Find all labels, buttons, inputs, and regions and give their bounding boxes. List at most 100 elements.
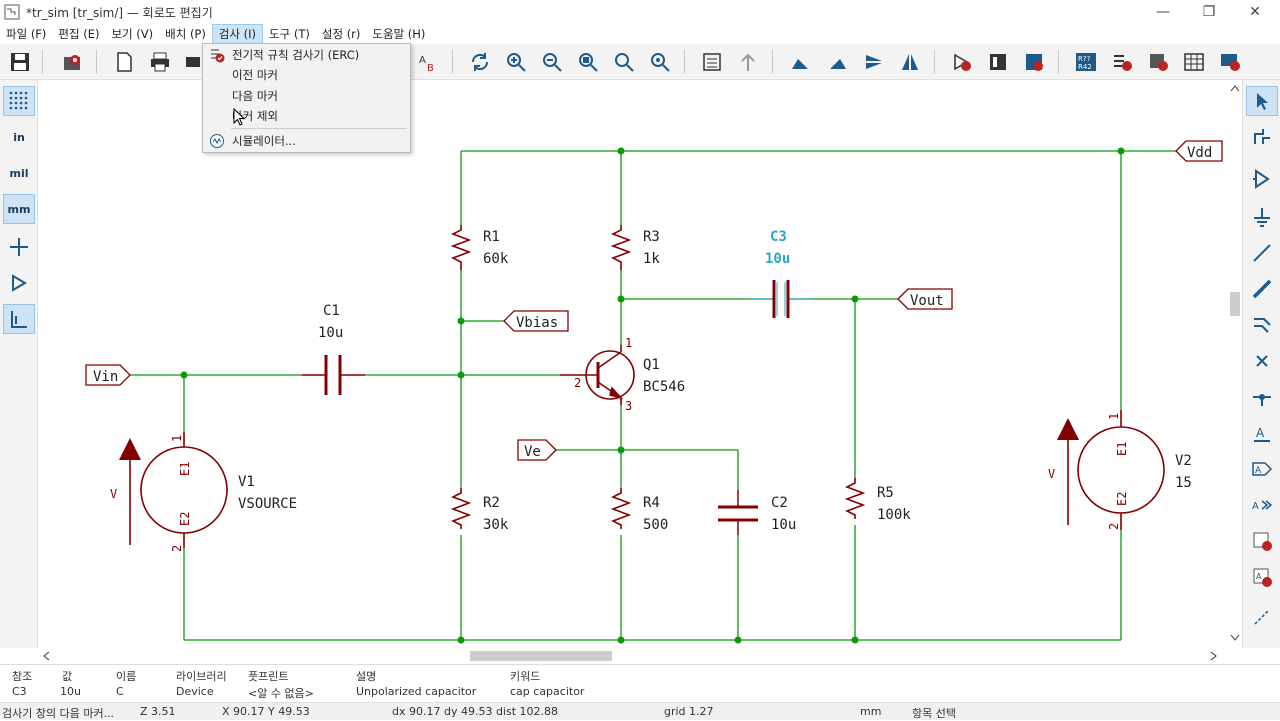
- title-bar: *tr_sim [tr_sim/] — 회로도 편집기 — ❐ ✕: [0, 0, 1280, 24]
- netlist-icon[interactable]: [1144, 48, 1172, 76]
- plot-icon[interactable]: [180, 48, 208, 76]
- junctions: [180, 147, 1125, 644]
- c3-value: 10u: [765, 251, 790, 267]
- highlight-net-icon[interactable]: [1246, 122, 1278, 152]
- menu-separator: [231, 128, 407, 129]
- menu-item-simulator[interactable]: 시뮬레이터...: [204, 131, 410, 151]
- vertical-scroll-thumb[interactable]: [1230, 292, 1240, 316]
- print-icon[interactable]: [146, 48, 174, 76]
- r5-value: 100k: [877, 507, 911, 523]
- v2-pin-2: 2: [1107, 523, 1121, 530]
- zoom-out-icon[interactable]: [538, 48, 566, 76]
- annotate-icon[interactable]: R??R42: [1072, 48, 1100, 76]
- q1-value: BC546: [643, 379, 685, 395]
- add-power-icon[interactable]: [1246, 202, 1278, 232]
- footprint-editor-icon[interactable]: [1020, 48, 1048, 76]
- menu-tools[interactable]: 도구 (T): [269, 27, 310, 41]
- scroll-right-icon[interactable]: [1210, 651, 1218, 661]
- zoom-fit-icon[interactable]: [574, 48, 602, 76]
- zoom-selection-icon[interactable]: [646, 48, 674, 76]
- mp-value-description: Unpolarized capacitor: [356, 685, 477, 698]
- add-bus-entry-icon[interactable]: [1246, 310, 1278, 340]
- mp-header-name: 이름: [116, 670, 137, 683]
- page-settings-icon[interactable]: [110, 48, 138, 76]
- schematic-setup-icon[interactable]: [58, 48, 86, 76]
- menu-help[interactable]: 도움말 (H): [372, 27, 426, 41]
- transistor-symbol: [560, 345, 635, 405]
- mirror-horizontal-icon[interactable]: [896, 48, 924, 76]
- symbol-editor-icon[interactable]: [948, 48, 976, 76]
- menu-item-next-marker[interactable]: 다음 마커: [204, 86, 410, 106]
- voltage-source-symbols: [129, 410, 1165, 548]
- menu-view[interactable]: 보기 (V): [111, 27, 154, 41]
- label-vdd: Vdd: [1187, 145, 1212, 161]
- add-sheet-icon[interactable]: [1246, 526, 1278, 556]
- status-grid: grid 1.27: [664, 705, 714, 718]
- units-inch-button[interactable]: in: [13, 130, 25, 144]
- add-wire-icon[interactable]: [1246, 238, 1278, 268]
- c1-value: 10u: [318, 325, 343, 341]
- capacitor-symbols: [324, 355, 758, 522]
- menu-item-previous-marker[interactable]: 이전 마커: [204, 65, 410, 85]
- q1-pin-emitter: 3: [625, 399, 632, 413]
- symbol-fields-table-icon[interactable]: [1180, 48, 1208, 76]
- scroll-down-icon[interactable]: [1230, 634, 1240, 642]
- menu-item-erc[interactable]: 전기적 규칙 검사기 (ERC): [204, 45, 410, 65]
- units-mil-button[interactable]: mil: [9, 166, 29, 180]
- menu-inspect[interactable]: 검사 (I): [211, 24, 264, 44]
- units-mm-button[interactable]: mm: [3, 194, 35, 224]
- horizontal-scrollbar[interactable]: [38, 648, 1228, 664]
- leave-sheet-icon[interactable]: [734, 48, 762, 76]
- add-graphic-line-icon[interactable]: [1246, 602, 1278, 632]
- save-icon[interactable]: [6, 48, 34, 76]
- mp-value-footprint: <알 수 없음>: [248, 687, 314, 700]
- resistor-symbols: [450, 225, 866, 529]
- menu-item-exclude-marker[interactable]: 마커 제외: [204, 106, 410, 126]
- v1-pin-1: 1: [170, 435, 184, 442]
- rotate-ccw-icon[interactable]: [786, 48, 814, 76]
- menu-file[interactable]: 파일 (F): [6, 27, 47, 41]
- horizontal-scroll-thumb[interactable]: [470, 651, 612, 661]
- label-vout: Vout: [910, 293, 944, 309]
- add-symbol-icon[interactable]: [1246, 164, 1278, 194]
- add-bus-icon[interactable]: [1246, 274, 1278, 304]
- schematic-canvas[interactable]: Vdd Vbias Vout Vin Ve R1 60k R2 30k R3 1…: [38, 80, 1228, 648]
- cursor-crosshair-icon[interactable]: [3, 232, 35, 262]
- erc-check-icon[interactable]: [1108, 48, 1136, 76]
- restore-button[interactable]: ❐: [1202, 4, 1216, 20]
- add-label-icon[interactable]: A: [1246, 418, 1278, 448]
- add-global-label-icon[interactable]: A: [1246, 454, 1278, 484]
- show-hidden-pins-icon[interactable]: [3, 268, 35, 298]
- symbol-library-icon[interactable]: [984, 48, 1012, 76]
- scroll-left-icon[interactable]: [42, 651, 50, 661]
- grid-toggle-icon[interactable]: [3, 86, 35, 116]
- line-mode-icon[interactable]: [3, 304, 35, 334]
- bom-icon[interactable]: [1216, 48, 1244, 76]
- status-zoom: Z 3.51: [140, 705, 176, 718]
- svg-text:B: B: [427, 63, 434, 73]
- scroll-up-icon[interactable]: [1230, 84, 1240, 92]
- menu-item-exclude-marker-label: 마커 제외: [232, 109, 278, 123]
- hierarchy-navigator-icon[interactable]: [698, 48, 726, 76]
- zoom-in-icon[interactable]: [502, 48, 530, 76]
- redraw-icon[interactable]: [466, 48, 494, 76]
- add-hierarchical-label-icon[interactable]: A: [1246, 490, 1278, 520]
- minimize-button[interactable]: —: [1156, 4, 1170, 20]
- erc-icon: [208, 47, 226, 63]
- r4-ref: R4: [643, 495, 660, 511]
- v1-pin-e1: E1: [178, 462, 192, 476]
- zoom-objects-icon[interactable]: [610, 48, 638, 76]
- mirror-vertical-icon[interactable]: [860, 48, 888, 76]
- close-button[interactable]: ✕: [1249, 4, 1261, 20]
- menu-place[interactable]: 배치 (P): [165, 27, 206, 41]
- add-junction-icon[interactable]: [1246, 382, 1278, 412]
- menu-preferences[interactable]: 설정 (r): [321, 27, 361, 41]
- vertical-scrollbar[interactable]: [1228, 80, 1242, 648]
- import-sheet-pin-icon[interactable]: A: [1246, 562, 1278, 592]
- menu-edit[interactable]: 편집 (E): [58, 27, 100, 41]
- r3-value: 1k: [643, 251, 660, 267]
- select-arrow-icon[interactable]: [1246, 86, 1278, 116]
- no-connect-icon[interactable]: [1246, 346, 1278, 376]
- rotate-cw-icon[interactable]: [824, 48, 852, 76]
